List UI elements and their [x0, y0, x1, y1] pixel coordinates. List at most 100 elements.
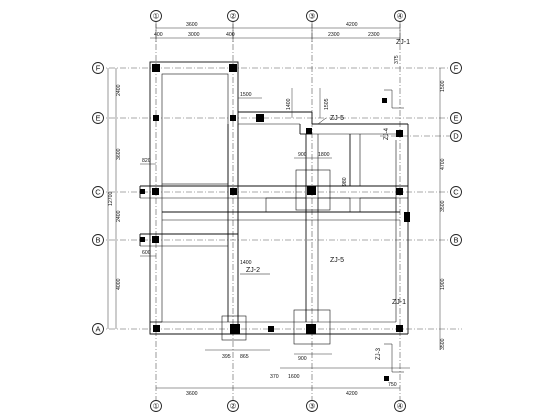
column-C3 — [307, 186, 316, 195]
footing-A3 — [293, 309, 331, 345]
axis-bubble-B-left — [92, 234, 104, 246]
column-B1 — [152, 236, 159, 243]
axis-label-F-right: F — [454, 64, 459, 73]
left-dim-4000: 4000 — [116, 278, 122, 290]
axis-bubble-3-top — [306, 10, 318, 22]
column-C4 — [396, 188, 403, 195]
axis-bubble-A-left — [92, 323, 104, 335]
dim-1800: 1800 — [318, 152, 330, 158]
column-D-mid — [306, 128, 312, 134]
columns — [140, 64, 410, 334]
left-dim-3600: 3600 — [116, 148, 122, 160]
dim-900-b: 900 — [298, 356, 307, 362]
detail-mark-top-right — [384, 89, 404, 109]
label-zj4-right: ZJ-4 — [384, 127, 390, 140]
axis-bubble-E-right — [450, 112, 462, 124]
footing-C3 — [295, 169, 331, 211]
axis-bubble-F-right — [450, 62, 462, 74]
axis-label-3-bottom: ③ — [309, 402, 316, 411]
column-C2 — [230, 188, 237, 195]
axis-label-B-right: B — [453, 236, 458, 245]
axis-label-4-top: ④ — [397, 12, 404, 21]
column-A1 — [153, 325, 160, 332]
label-zj5-mid: ZJ-5 — [330, 115, 344, 122]
axis-bubble-4-bottom — [394, 400, 406, 412]
axis-label-E-right: E — [453, 114, 458, 123]
axis-bubble-2-bottom — [227, 400, 239, 412]
vertical-axis-lines — [155, 22, 401, 404]
axis-bubble-F-left — [92, 62, 104, 74]
right-dim-3500-b: 3500 — [440, 338, 446, 350]
axis-bubble-1-top — [150, 10, 162, 22]
axis-bubble-3-bottom — [306, 400, 318, 412]
axis-bubble-1-bottom — [150, 400, 162, 412]
left-dim-2400-b: 2400 — [116, 210, 122, 222]
column-C1 — [152, 188, 159, 195]
axis-bubble-D-right — [450, 130, 462, 142]
axis-bubble-C-left — [92, 186, 104, 198]
bottom-dim-4200: 4200 — [346, 391, 358, 397]
axis-label-3-top: ③ — [309, 12, 316, 21]
bottom-dim-865: 865 — [240, 354, 249, 360]
top-axis-bubbles: ① ② ③ ④ — [150, 10, 406, 22]
label-zj1-top: ZJ-1 — [396, 39, 410, 46]
left-axis-bubbles: F E C B A — [92, 62, 104, 335]
axis-bubble-4-top — [394, 10, 406, 22]
column-B-left-stub — [140, 237, 145, 242]
top-dim-400-b: 400 — [226, 32, 235, 38]
dim-980: 980 — [342, 177, 348, 186]
column-A3 — [306, 324, 316, 334]
axis-bubble-E-left — [92, 112, 104, 124]
top-dim-3000: 3000 — [188, 32, 200, 38]
axis-label-C-left: C — [95, 188, 101, 197]
label-zj3-bottom: ZJ-3 — [376, 347, 382, 360]
bottom-dim-395: 395 — [222, 354, 231, 360]
dim-375: 375 — [394, 55, 400, 64]
column-D4 — [396, 130, 403, 137]
column-E-mid — [256, 114, 264, 122]
perimeter-beam-inner-topleft — [161, 73, 229, 185]
axis-label-F-left: F — [96, 64, 101, 73]
bottom-dim-3600: 3600 — [186, 391, 198, 397]
inner-box-1 — [265, 197, 307, 213]
column-F2 — [229, 64, 237, 72]
column-E2 — [230, 115, 236, 121]
dim-1505: 1505 — [324, 98, 330, 110]
axis-label-1-bottom: ① — [153, 402, 160, 411]
dim-1400-mid: 1400 — [240, 260, 252, 266]
axis-bubble-C-right — [450, 186, 462, 198]
column-A-mid — [268, 326, 274, 332]
detail-mark-bottom-right — [384, 343, 404, 373]
axis-bubble-B-right — [450, 234, 462, 246]
column-A4 — [396, 325, 403, 332]
footings — [221, 169, 331, 345]
axis-label-A-left: A — [95, 325, 100, 334]
bottom-axis-bubbles: ① ② ③ ④ — [150, 400, 406, 412]
dim-1500: 1500 — [240, 92, 252, 98]
axis-bubble-2-top — [227, 10, 239, 22]
dim-900-a: 900 — [298, 152, 307, 158]
inner-box-2 — [317, 197, 351, 213]
column-D-right-top — [382, 98, 387, 103]
leader-zj5-mid — [317, 117, 327, 125]
right-dim-1900: 1900 — [440, 278, 446, 290]
axis-label-D-right: D — [453, 132, 459, 141]
inner-box-3 — [359, 197, 397, 213]
column-C-left-stub — [140, 189, 145, 194]
dim-1400-top: 1400 — [286, 98, 292, 110]
dim-820: 820 — [142, 158, 151, 164]
bottom-dim-1600: 1600 — [288, 374, 300, 380]
top-dim-2300-b: 2300 — [368, 32, 380, 38]
axis-label-4-bottom: ④ — [397, 402, 404, 411]
top-dimensions: 3600 4200 400 3000 400 2300 2300 — [150, 22, 401, 42]
axis-label-2-top: ② — [230, 12, 237, 21]
axis-label-1-top: ① — [153, 12, 160, 21]
column-F1 — [152, 64, 160, 72]
top-dim-2300-a: 2300 — [328, 32, 340, 38]
detail-col-bottom-right — [384, 376, 389, 381]
axis-label-B-left: B — [95, 236, 100, 245]
top-dim-4200: 4200 — [346, 22, 358, 28]
label-zj5-low: ZJ-5 — [330, 257, 344, 264]
left-dimensions: 2400 3600 2400 4000 12700 — [107, 68, 122, 329]
